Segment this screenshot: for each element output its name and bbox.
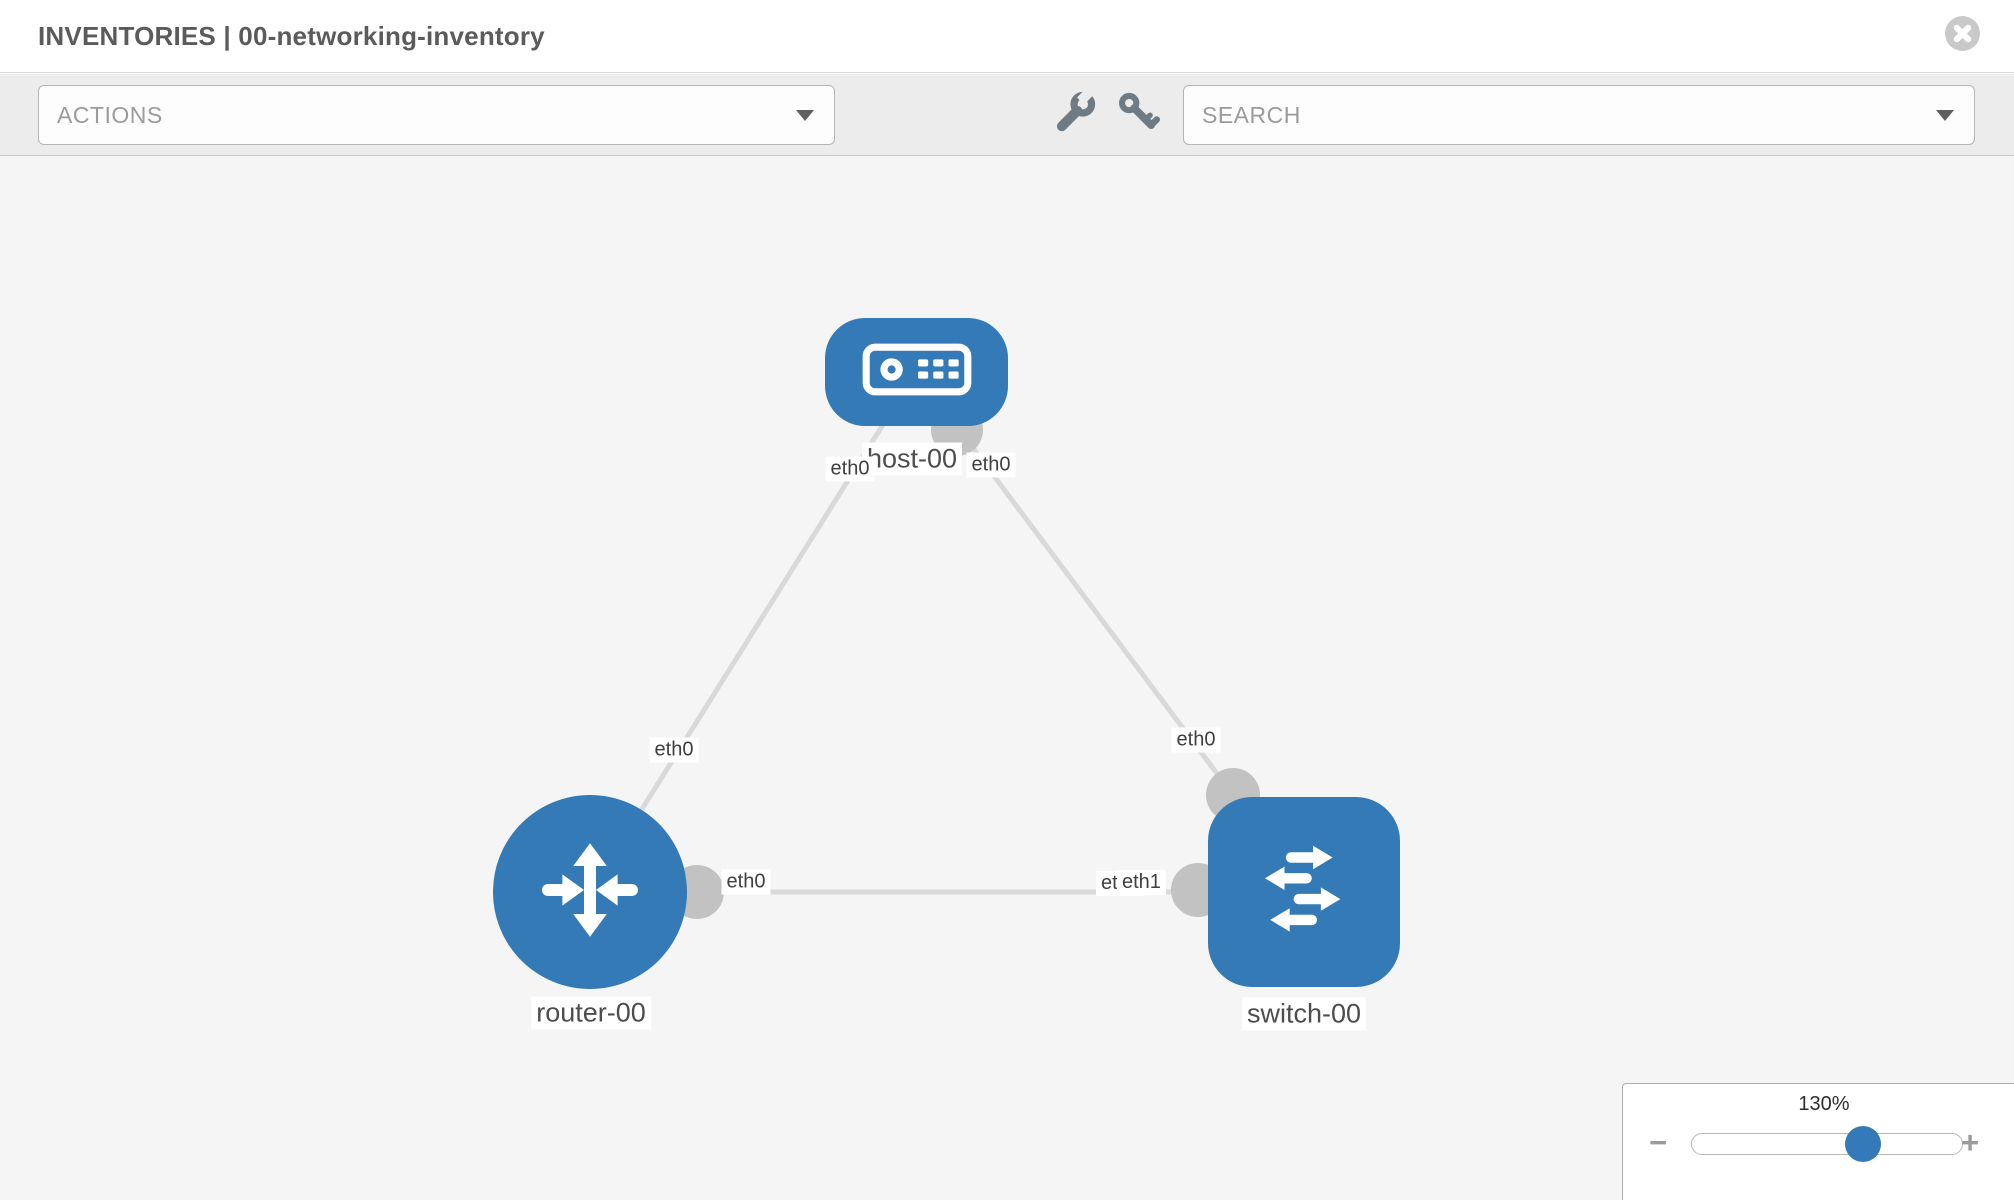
zoom-level-value: 130% (1798, 1093, 1850, 1115)
key-icon (1116, 91, 1160, 140)
key-button[interactable] (1112, 74, 1164, 156)
actions-dropdown-label: ACTIONS (57, 101, 163, 128)
node-label-router: router-00 (531, 996, 651, 1030)
actions-dropdown[interactable]: ACTIONS (38, 85, 835, 145)
node-host-00[interactable] (825, 318, 1008, 426)
wrench-icon (1052, 86, 1096, 140)
search-dropdown-label: SEARCH (1202, 101, 1301, 128)
node-label-switch: switch-00 (1241, 997, 1367, 1031)
chevron-down-icon (796, 109, 814, 121)
switch-icon (1238, 825, 1370, 960)
iface-label-router-right: eth0 (721, 869, 771, 895)
zoom-slider-thumb[interactable] (1845, 1126, 1881, 1162)
iface-label-host-right: eth0 (966, 452, 1016, 478)
node-label-host: host-00 (861, 442, 963, 476)
iface-label-switch-left: eth1 (1117, 870, 1166, 895)
router-icon (530, 830, 650, 955)
iface-label-router-top: eth0 (649, 737, 699, 763)
zoom-in-button[interactable]: + (1961, 1125, 1980, 1160)
page-title: INVENTORIES | 00-networking-inventory (38, 21, 545, 51)
zoom-panel: 130% − + (1622, 1083, 2014, 1200)
iface-label-switch-top: eth0 (1171, 727, 1221, 753)
close-button[interactable] (1945, 16, 1980, 51)
node-switch-00[interactable] (1208, 797, 1400, 987)
header: INVENTORIES | 00-networking-inventory (0, 0, 2014, 73)
topology-canvas[interactable]: host-00 router-00 switch-00 eth0 eth0 et… (0, 156, 2014, 1200)
topology-links-layer (587, 370, 1260, 919)
host-icon (861, 338, 973, 406)
node-router-00[interactable] (493, 795, 687, 989)
configure-button[interactable] (1048, 74, 1100, 156)
chevron-down-icon (1936, 109, 1954, 121)
toolbar: ACTIONS SEARCH (0, 74, 2014, 156)
search-dropdown[interactable]: SEARCH (1183, 85, 1975, 145)
iface-label-host-left: eth0 (825, 456, 875, 482)
zoom-slider[interactable] (1691, 1133, 1963, 1155)
zoom-out-button[interactable]: − (1649, 1125, 1668, 1160)
close-icon (1945, 16, 1980, 55)
